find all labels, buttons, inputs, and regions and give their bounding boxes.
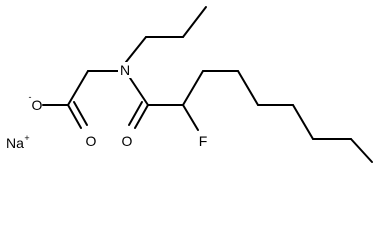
bond-n-amide-c (129, 77, 149, 106)
counterion-na-label: Na (6, 135, 24, 151)
bond-propyl-2-3 (182, 6, 207, 38)
bond-chain-3 (237, 70, 259, 106)
atom-o-minus-charge: - (29, 92, 32, 102)
atom-o-amide-label: O (122, 133, 133, 149)
bond-chain-7 (350, 138, 373, 163)
atom-f-label: F (199, 133, 208, 149)
n-label-mask (118, 62, 132, 78)
bond-calpha-f (182, 104, 199, 131)
bond-chain-5 (292, 104, 314, 140)
counterion-na-charge: + (24, 133, 29, 143)
bond-c-o-double-1 (67, 104, 82, 129)
atom-o-carboxyl-label: O (86, 133, 97, 149)
atom-n-label: N (120, 62, 130, 78)
structure-diagram: N O - O O F Na + (6, 6, 373, 163)
bond-ch2-carboxyl-c (67, 70, 89, 106)
atom-o-minus-label: O (32, 97, 43, 113)
bond-amide-c-o-2 (128, 101, 143, 126)
bond-amide-c-o-1 (134, 104, 149, 129)
bond-n-propyl-1 (125, 36, 147, 63)
bond-chain-1 (182, 70, 204, 106)
atom-labels: N O - O O F Na + (6, 62, 207, 151)
bonds (42, 6, 373, 163)
bond-c-o-double-2 (73, 101, 88, 126)
